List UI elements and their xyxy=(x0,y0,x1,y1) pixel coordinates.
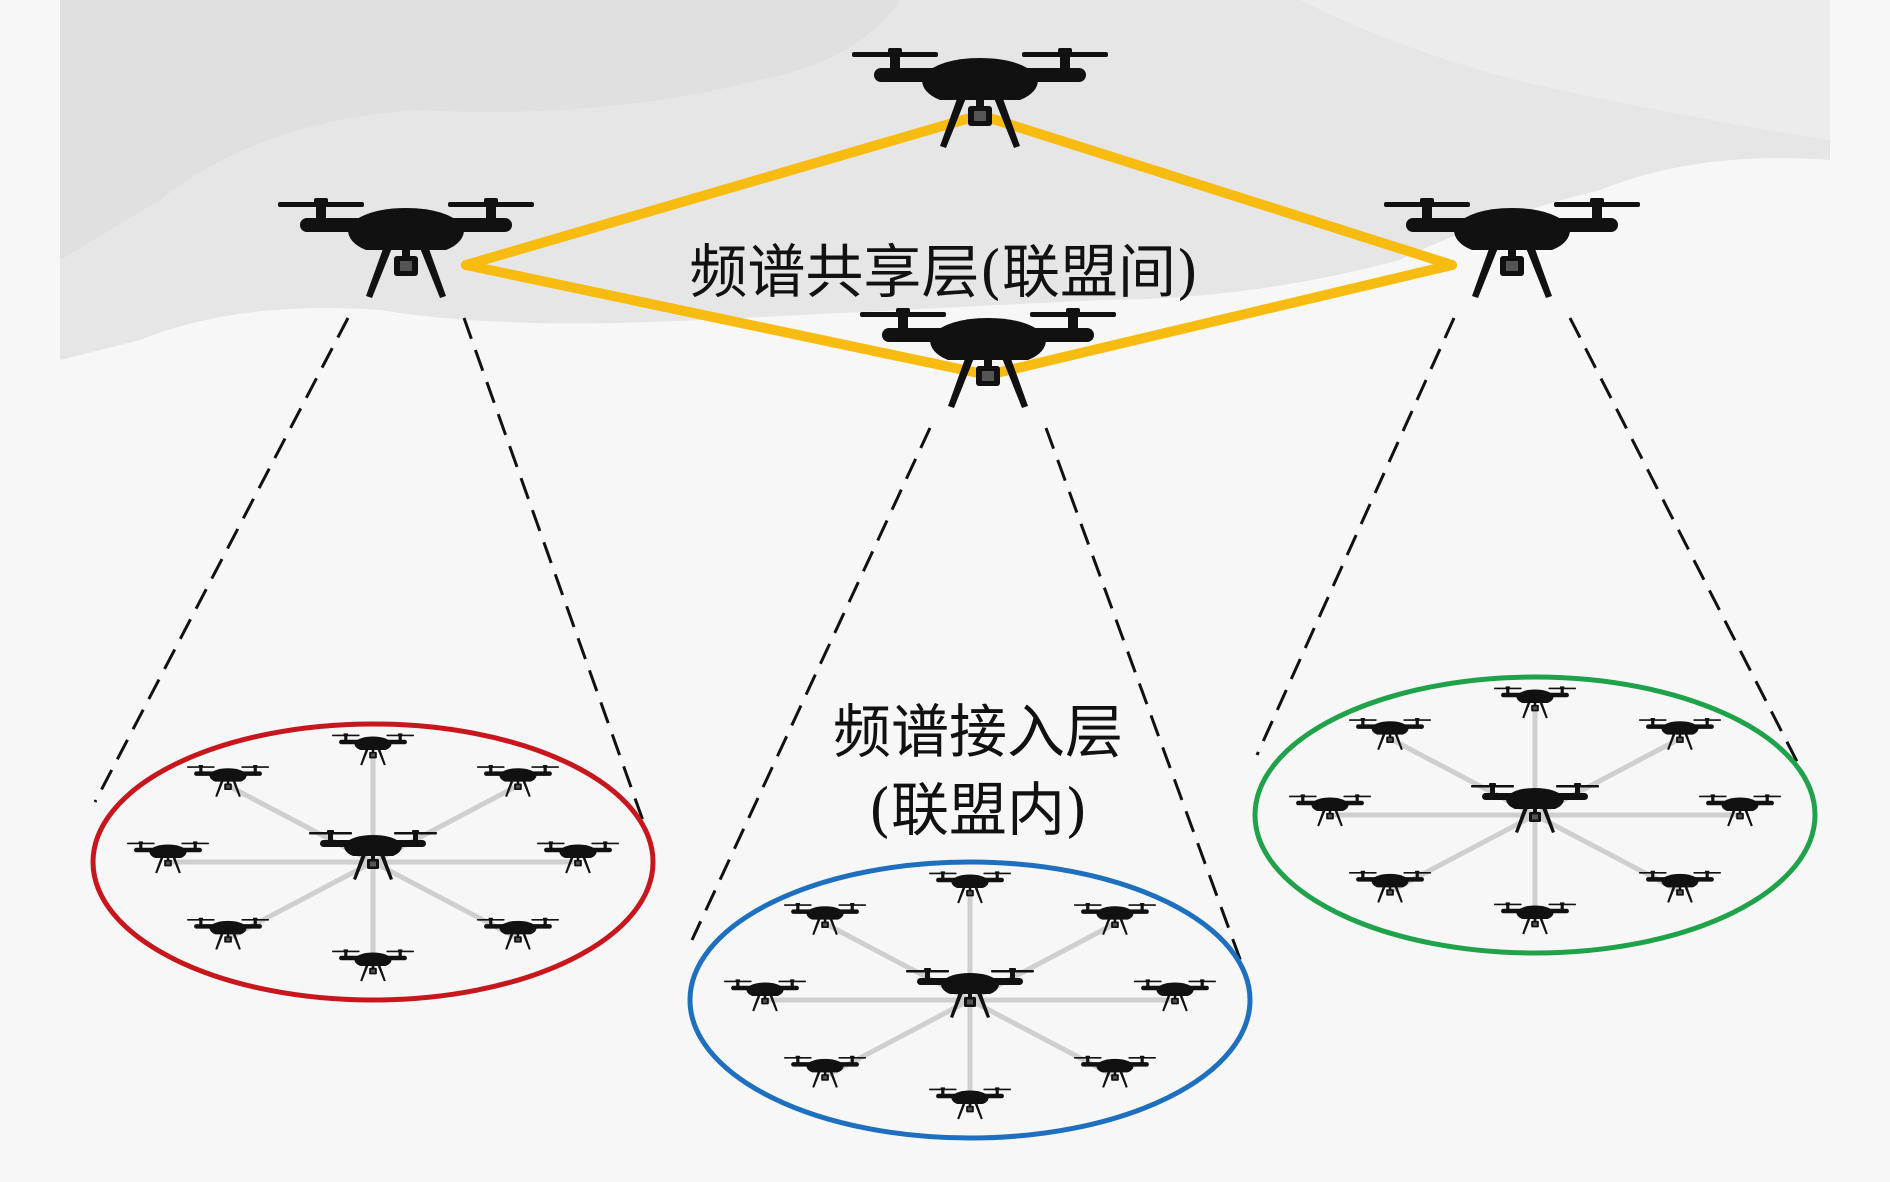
alliance-ellipse-left xyxy=(90,721,656,1003)
inter-link-top-right xyxy=(975,110,1457,270)
projection-line-left-left xyxy=(93,317,350,803)
alliance-middle xyxy=(687,859,1253,1141)
alliance-left xyxy=(90,721,656,1003)
projection-line-middle-right xyxy=(1044,427,1246,971)
alliance-ellipse-right xyxy=(1252,674,1818,956)
inter-alliance-links xyxy=(461,110,1457,380)
alliance-ellipse-middle xyxy=(687,859,1253,1141)
alliance-right xyxy=(1252,674,1818,956)
inter-link-middle-right xyxy=(983,260,1457,380)
access-layer-label-line1: 频谱接入层 xyxy=(833,698,1123,766)
inter-link-left-middle xyxy=(461,260,993,380)
projection-line-right-left xyxy=(1255,317,1456,756)
projection-lines xyxy=(93,317,1811,971)
sharing-layer-label: 频谱共享层(联盟间) xyxy=(689,238,1198,306)
projection-line-right-right xyxy=(1568,317,1811,786)
cloud-highlight xyxy=(1300,0,1830,140)
projection-line-middle-left xyxy=(690,427,932,941)
inter-link-left-top xyxy=(461,110,985,270)
cloud-shade xyxy=(60,0,900,260)
projection-line-left-right xyxy=(462,317,649,833)
access-layer-label-line2: (联盟内) xyxy=(868,776,1087,844)
